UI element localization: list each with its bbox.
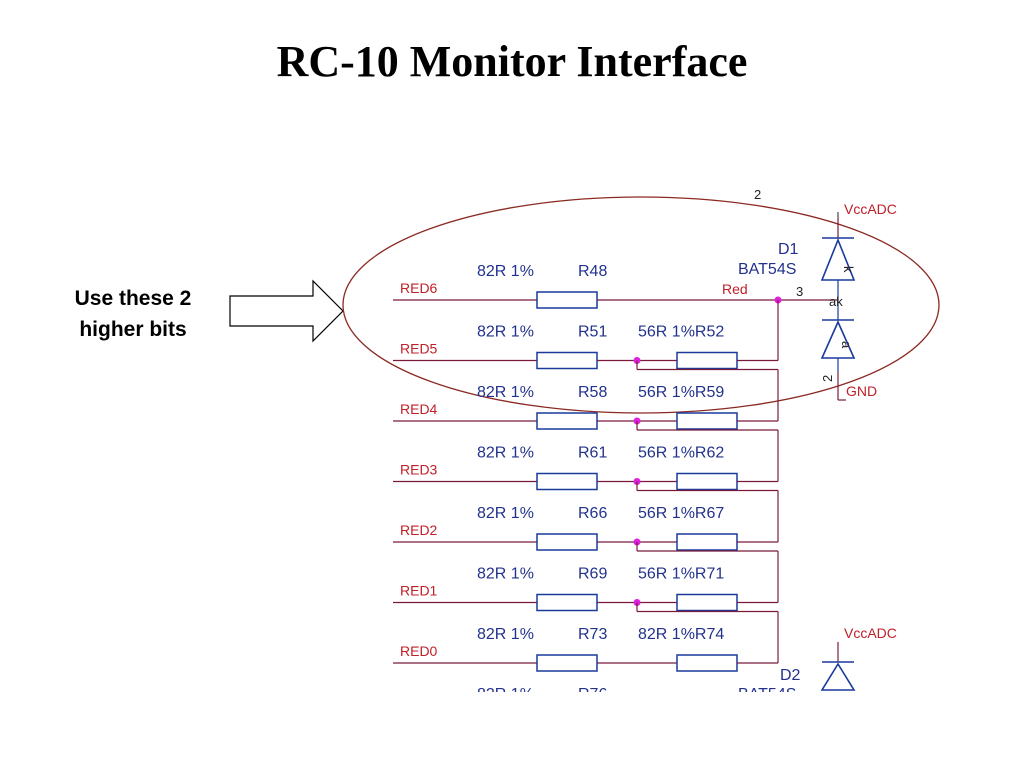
resistor-icon <box>676 593 738 612</box>
resistor-label: 56R 1%R71 <box>638 566 724 583</box>
resistor-value: 82R 1% <box>477 626 534 643</box>
gnd-label: GND <box>846 383 877 399</box>
resistor-ref: R58 <box>578 384 607 401</box>
d1-ref: D1 <box>778 241 799 258</box>
resistor-icon <box>676 351 738 370</box>
d1-pin-common: 3 <box>796 284 803 299</box>
resistor-icon <box>676 412 738 430</box>
resistor-value: 82R 1% <box>477 263 534 280</box>
resistor-value: 82R 1% <box>477 445 534 462</box>
resistor-icon <box>536 412 598 430</box>
red-net-label: Red <box>722 281 748 297</box>
callout-line-2: higher bits <box>79 318 187 341</box>
resistor-ref: R61 <box>578 445 607 462</box>
resistor-icon <box>676 654 738 672</box>
resistor-value: 82R 1% <box>477 566 534 583</box>
d2-ref: D2 <box>780 667 801 684</box>
resistor-label: 56R 1%R62 <box>638 445 724 462</box>
resistor-icon <box>536 593 598 612</box>
net-label-red3: RED3 <box>400 462 438 478</box>
resistor-icon <box>676 472 738 491</box>
circle-label: 2 <box>754 187 761 202</box>
resistor-icon <box>536 351 598 370</box>
d1-part: BAT54S <box>738 261 796 278</box>
resistor-icon <box>536 654 598 672</box>
diode-d2: VccADC D2 <box>780 625 897 691</box>
net-label-red4: RED4 <box>400 401 438 417</box>
net-label-red5: RED5 <box>400 341 438 357</box>
net-label-red2: RED2 <box>400 522 438 538</box>
d1-pin-ak: ak <box>829 294 843 309</box>
net-label-red1: RED1 <box>400 583 438 599</box>
d1-pin-k: k <box>841 266 856 273</box>
resistor-icon <box>536 291 598 309</box>
resistor-value: 82R 1% <box>477 324 534 341</box>
resistor-icon <box>536 472 598 491</box>
callout-text: Use these 2 higher bits <box>40 283 226 345</box>
resistor-ref: R48 <box>578 263 607 280</box>
resistor-icon <box>676 533 738 551</box>
resistor-ref: R51 <box>578 324 607 341</box>
resistor-ref: R73 <box>578 626 607 643</box>
highlight-ellipse <box>342 196 940 414</box>
d1-pin-low: 2 <box>820 375 835 382</box>
resistor-label: 56R 1%R67 <box>638 505 724 522</box>
resistor-ref: R69 <box>578 566 607 583</box>
vcc-adc-label-2: VccADC <box>844 625 897 641</box>
vcc-adc-label-1: VccADC <box>844 201 897 217</box>
right-arrow-icon <box>229 279 344 343</box>
resistor-ref: R66 <box>578 505 607 522</box>
diode-d1: D1 BAT54S 3 ak k a 2 VccADC GND <box>738 201 897 401</box>
d1-pin-a: a <box>839 341 854 349</box>
resistor-label: 56R 1%R52 <box>638 324 724 341</box>
resistor-icon <box>536 533 598 551</box>
resistor-value: 82R 1% <box>477 384 534 401</box>
callout-line-1: Use these 2 <box>74 287 192 310</box>
resistor-label: 82R 1%R74 <box>638 626 724 643</box>
net-label-red0: RED0 <box>400 643 438 659</box>
resistor-label: 56R 1%R59 <box>638 384 724 401</box>
resistor-value: 82R 1% <box>477 505 534 522</box>
net-label-red6: RED6 <box>400 280 438 296</box>
page-title: RC-10 Monitor Interface <box>276 37 748 86</box>
